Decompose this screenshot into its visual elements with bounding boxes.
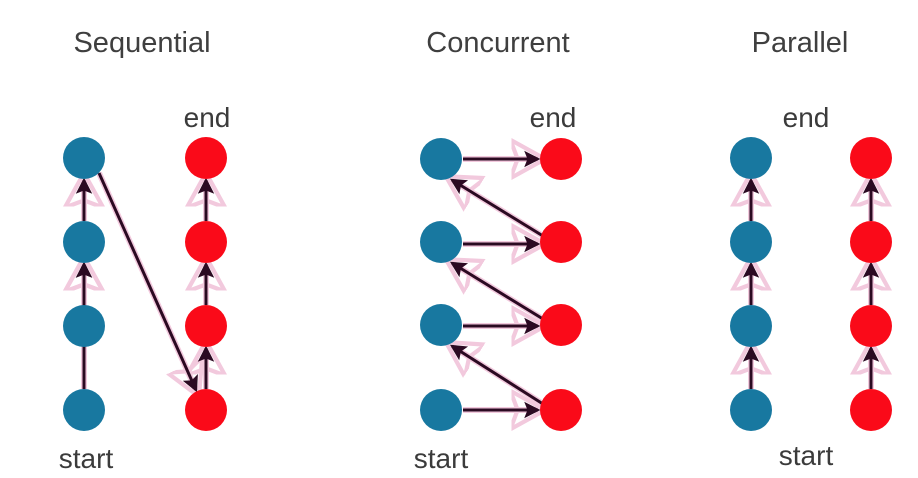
- node-concurrent-red-column-0[interactable]: [540, 138, 582, 180]
- edge-red3-to-blue2[interactable]: [449, 344, 544, 406]
- column-sequential-blue-column: [63, 137, 105, 431]
- node-concurrent-red-column-3[interactable]: [540, 389, 582, 431]
- start-label-sequential: start: [59, 443, 114, 474]
- panel-title-concurrent: Concurrent: [426, 27, 569, 59]
- end-label-concurrent: end: [530, 102, 577, 133]
- node-concurrent-red-column-2[interactable]: [540, 304, 582, 346]
- edges-concurrent: [452, 159, 543, 410]
- panel-parallel: Parallel end start: [730, 27, 892, 471]
- node-parallel-red-column-3[interactable]: [850, 389, 892, 431]
- column-concurrent-red-column: [540, 138, 582, 431]
- panel-title-parallel: Parallel: [752, 27, 849, 59]
- panel-title-sequential: Sequential: [73, 27, 210, 59]
- node-sequential-red-column-0[interactable]: [185, 137, 227, 179]
- node-sequential-blue-column-2[interactable]: [63, 305, 105, 347]
- node-concurrent-blue-column-1[interactable]: [420, 221, 462, 263]
- panel-concurrent: Concurrent end start: [414, 27, 582, 474]
- node-concurrent-blue-column-2[interactable]: [420, 304, 462, 346]
- column-parallel-red-column: [850, 137, 892, 431]
- end-label-sequential: end: [184, 102, 231, 133]
- edges-parallel: [751, 180, 871, 389]
- panels-layer: SequentialendstartConcurrentendstartPara…: [59, 27, 892, 474]
- node-parallel-blue-column-2[interactable]: [730, 305, 772, 347]
- node-sequential-red-column-2[interactable]: [185, 305, 227, 347]
- panel-sequential: Sequential end start: [59, 27, 231, 474]
- node-concurrent-blue-column-3[interactable]: [420, 389, 462, 431]
- edge-red1-to-blue0[interactable]: [449, 178, 544, 238]
- node-sequential-blue-column-1[interactable]: [63, 221, 105, 263]
- edge-red2-to-blue1[interactable]: [449, 261, 544, 321]
- end-label-parallel: end: [783, 102, 830, 133]
- node-parallel-red-column-0[interactable]: [850, 137, 892, 179]
- node-parallel-red-column-2[interactable]: [850, 305, 892, 347]
- edge-blue-top-to-red-bottom[interactable]: [97, 172, 198, 393]
- column-concurrent-blue-column: [420, 138, 462, 431]
- start-label-parallel: start: [779, 440, 834, 471]
- node-sequential-red-column-1[interactable]: [185, 221, 227, 263]
- node-sequential-blue-column-3[interactable]: [63, 389, 105, 431]
- start-label-concurrent: start: [414, 443, 469, 474]
- node-sequential-blue-column-0[interactable]: [63, 137, 105, 179]
- node-parallel-blue-column-3[interactable]: [730, 389, 772, 431]
- node-parallel-red-column-1[interactable]: [850, 221, 892, 263]
- column-parallel-blue-column: [730, 137, 772, 431]
- node-sequential-red-column-3[interactable]: [185, 389, 227, 431]
- node-parallel-blue-column-1[interactable]: [730, 221, 772, 263]
- node-concurrent-red-column-1[interactable]: [540, 221, 582, 263]
- column-sequential-red-column: [185, 137, 227, 431]
- node-concurrent-blue-column-0[interactable]: [420, 138, 462, 180]
- node-parallel-blue-column-0[interactable]: [730, 137, 772, 179]
